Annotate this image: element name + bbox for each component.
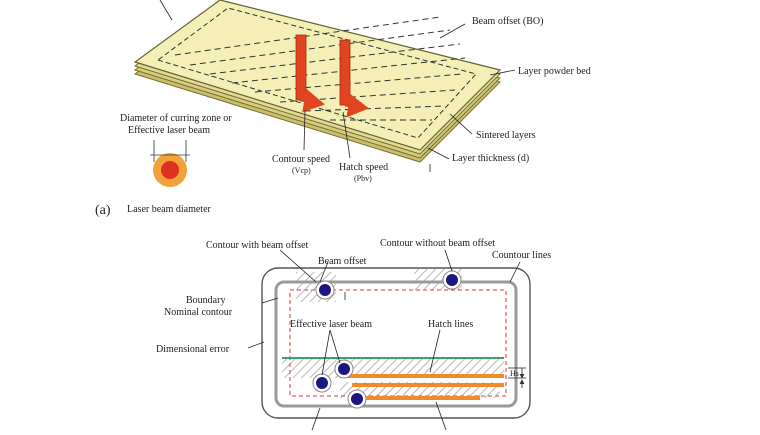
label-boundary: Boundary [186, 295, 225, 306]
label-hatch-speed-symbol: (Pbv) [354, 174, 372, 183]
hatch-direction-arrow [344, 93, 369, 118]
laser-beam-core-circle [161, 161, 179, 179]
label-diameter-line1: Diameter of curring zone or [120, 113, 232, 124]
label-laser-beam-diameter: Laser beam diameter [127, 204, 212, 215]
powder-bed-diagram: Beam offset (BO) Layer powder bed Sinter… [133, 0, 591, 183]
label-sintered-layers: Sintered layers [476, 130, 536, 141]
label-beam-offset-bo: Beam offset (BO) [472, 16, 543, 27]
powder-bed-surface [133, 0, 502, 151]
hatch-laser-beam [339, 39, 351, 106]
label-beam-offset: Beam offset [318, 256, 367, 267]
nominal-contour [274, 280, 518, 408]
label-contour-speed: Contour speed [272, 154, 330, 165]
label-effective-laser-beam: Effective laser beam [290, 319, 372, 330]
label-contour-lines: Countour lines [492, 250, 551, 261]
label-nominal-contour: Nominal contour [164, 307, 233, 318]
label-contour-without-beam-offset: Contour without beam offset [380, 238, 495, 249]
contour-hatch-diagram: Contour with beam offset Beam offset Con… [156, 238, 551, 431]
label-hs: Hs [510, 369, 519, 378]
label-diameter-line2: Effective laser beam [128, 125, 210, 136]
effective-laser-beam-dots [312, 270, 462, 409]
leader-lines [159, 0, 516, 172]
contour-direction-arrow [300, 88, 325, 113]
bottom-leader-lines [247, 249, 526, 431]
label-hatch-speed: Hatch speed [339, 162, 388, 173]
laser-beam-inset: Diameter of curring zone or Effective la… [95, 113, 232, 218]
beam-offset-contour [156, 7, 477, 139]
label-contour-with-beam-offset: Contour with beam offset [206, 240, 309, 251]
label-contour-speed-symbol: (Vcp) [292, 166, 311, 175]
label-dimensional-error: Dimensional error [156, 344, 230, 355]
contour-laser-beam [295, 34, 307, 101]
label-hatch-lines: Hatch lines [428, 319, 473, 330]
label-layer-powder-bed: Layer powder bed [518, 66, 591, 77]
panel-letter-a: (a) [95, 203, 111, 218]
hatch-scan-lines [174, 16, 466, 121]
label-layer-thickness: Layer thickness (d) [452, 153, 529, 164]
